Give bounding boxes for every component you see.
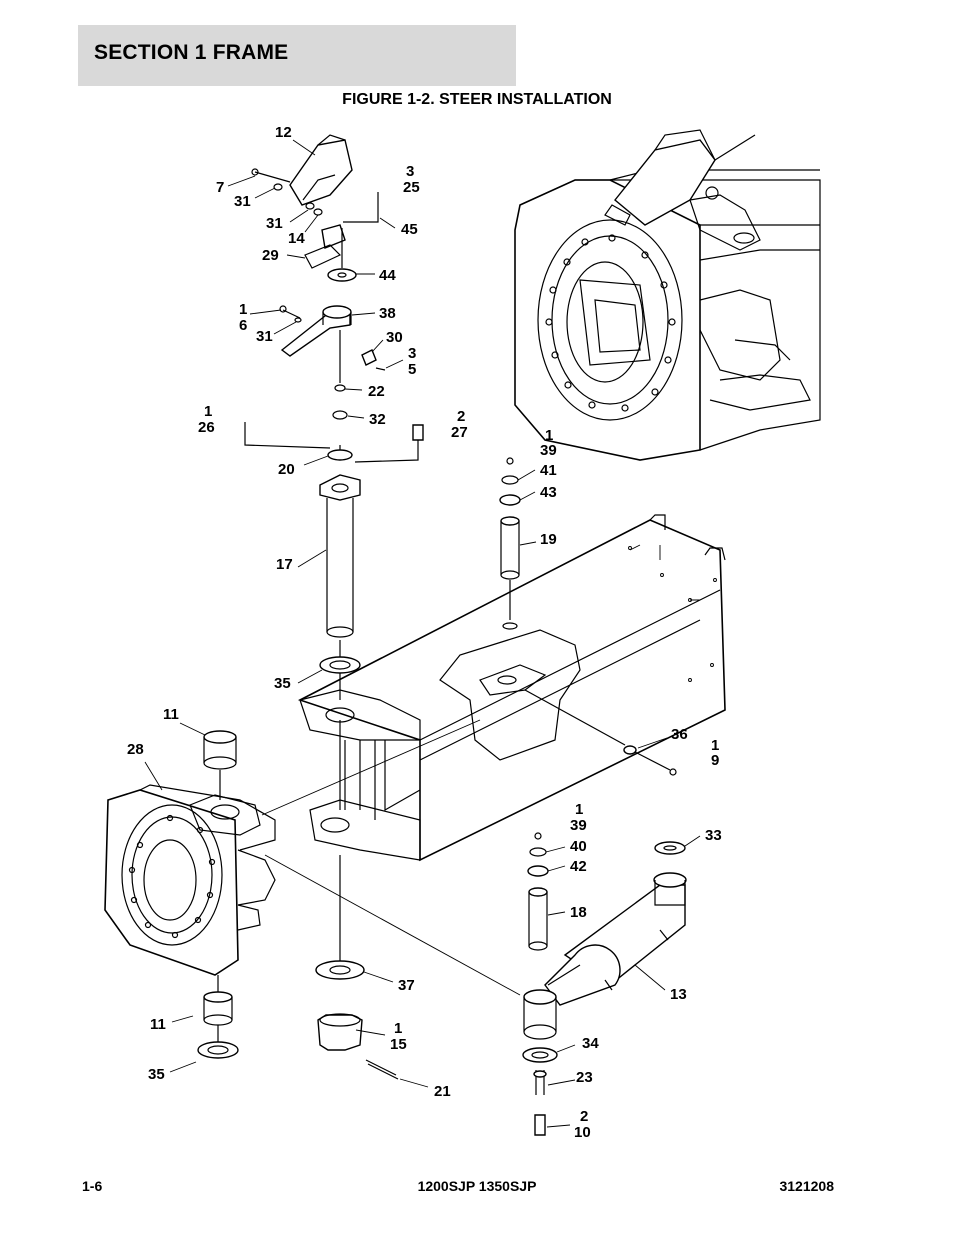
callout-label: 13 — [670, 986, 687, 1003]
callout-label: 26 — [198, 419, 215, 436]
callout-label: 22 — [368, 383, 385, 400]
callout-label: 15 — [390, 1036, 407, 1053]
callout-label: 3 — [406, 163, 414, 180]
callout-label: 43 — [540, 484, 557, 501]
page-number: 1-6 — [82, 1178, 103, 1194]
callout-label: 21 — [434, 1083, 451, 1100]
callout-label: 3 — [408, 345, 416, 362]
section-title: SECTION 1 FRAME — [94, 41, 289, 64]
callout-label: 7 — [216, 179, 224, 196]
model-numbers: 1200SJP 1350SJP — [417, 1178, 537, 1194]
callout-label: 11 — [150, 1016, 166, 1033]
callout-label: 23 — [576, 1069, 593, 1086]
callout-label: 44 — [379, 267, 396, 284]
callout-label: 18 — [570, 904, 587, 921]
king-pin-stack — [244, 134, 424, 1080]
callout-label: 38 — [379, 305, 396, 322]
callout-label: 17 — [276, 556, 293, 573]
section-header: SECTION 1 FRAME — [78, 25, 516, 86]
callout-label: 12 — [275, 124, 292, 141]
callout-label: 33 — [705, 827, 722, 844]
callout-label: 6 — [239, 317, 247, 334]
callout-label: 27 — [451, 424, 468, 441]
callout-label: 31 — [234, 193, 251, 210]
frame-weldment — [297, 514, 726, 862]
callout-label: 1 — [204, 403, 212, 420]
callout-label: 39 — [540, 442, 557, 459]
leader-lines — [144, 139, 701, 1128]
spindle-housing — [104, 784, 276, 976]
callout-label: 1 — [711, 737, 719, 754]
callout-label: 5 — [408, 361, 416, 378]
callout-label: 40 — [570, 838, 587, 855]
callout-label: 31 — [256, 328, 273, 345]
callout-label: 10 — [574, 1124, 591, 1141]
callout-label: 34 — [582, 1035, 599, 1052]
figure-title: FIGURE 1-2. STEER INSTALLATION — [342, 91, 612, 108]
callout-label: 42 — [570, 858, 587, 875]
callout-label: 45 — [401, 221, 418, 238]
callout-label: 35 — [148, 1066, 165, 1083]
callout-label: 11 — [163, 706, 179, 723]
callout-label: 41 — [540, 462, 557, 479]
callout-label: 32 — [369, 411, 386, 428]
callout-label: 1 — [394, 1020, 402, 1037]
bushing-top — [203, 730, 237, 800]
bolt-and-washer — [524, 689, 677, 776]
callout-label: 1 — [575, 801, 583, 818]
callout-label: 9 — [711, 752, 719, 769]
callout-label: 2 — [580, 1108, 588, 1125]
document-number: 3121208 — [779, 1178, 834, 1194]
callout-label: 31 — [266, 215, 283, 232]
steer-cylinder — [522, 832, 687, 1136]
callout-label: 29 — [262, 247, 279, 264]
callout-label: 19 — [540, 531, 557, 548]
callout-label: 30 — [386, 329, 403, 346]
callout-label: 20 — [278, 461, 295, 478]
callout-label: 25 — [403, 179, 420, 196]
callout-label: 14 — [288, 230, 305, 247]
callout-label: 37 — [398, 977, 415, 994]
callout-label: 28 — [127, 741, 144, 758]
callout-label: 35 — [274, 675, 291, 692]
callout-label: 36 — [671, 726, 688, 743]
callout-label: 1 — [545, 427, 553, 444]
callout-label: 39 — [570, 817, 587, 834]
callouts: 12 7 31 31 14 3 25 45 29 44 1 6 31 38 30… — [127, 124, 722, 1141]
callout-label: 2 — [457, 408, 465, 425]
callout-label: 1 — [239, 301, 247, 318]
assembled-axle-housing — [514, 129, 821, 461]
bushing-bottom — [197, 975, 239, 1059]
